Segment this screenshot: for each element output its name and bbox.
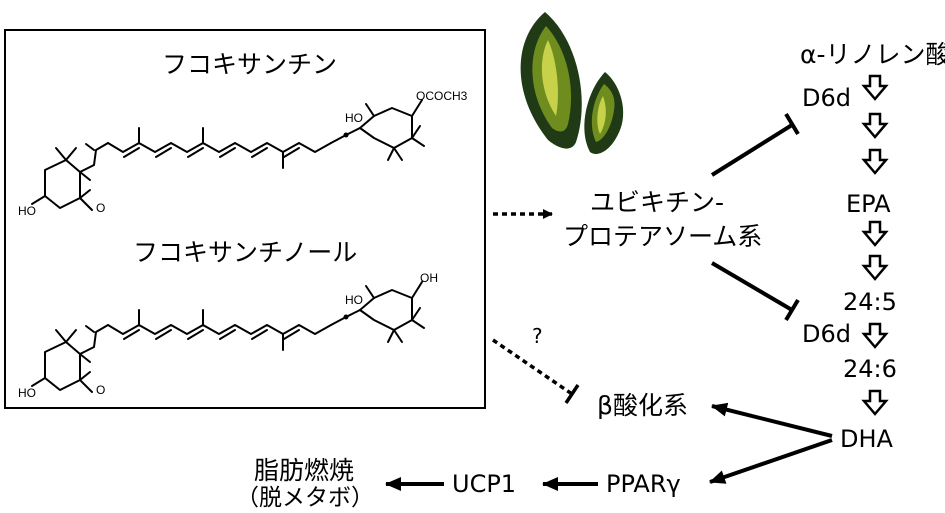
c24-6-label: 24:6 [843, 355, 897, 383]
pathway-arrows [861, 74, 889, 416]
fucoxanthin-structure [31, 99, 425, 211]
fucoxanthin-epoxide-o: O [96, 201, 105, 215]
ubiquitin-line1: ユビキチン- [590, 188, 725, 217]
inhibit-upper-d6d [710, 123, 794, 177]
fucoxanthinol-label: フコキサンチノール [133, 238, 358, 267]
fucoxanthinol-ho-left: HO [18, 386, 36, 400]
dha-label: DHA [840, 425, 893, 453]
ucp1-label: UCP1 [452, 470, 517, 498]
arrow-dha-ppar [709, 438, 833, 484]
down-arrow-3 [861, 148, 889, 175]
epa-label: EPA [846, 190, 891, 218]
ubiquitin-line2: プロテアソーム系 [563, 222, 763, 251]
fucoxanthin-acetate: OCOCH3 [416, 89, 468, 103]
fat-burning-line1: 脂肪燃焼 [254, 456, 355, 485]
dotted-inhibit-beta [492, 338, 573, 396]
fucoxanthin-ho-right: HO [345, 111, 363, 125]
down-arrow-4 [861, 220, 889, 247]
connectors [385, 112, 833, 491]
ppar-gamma-label: PPARγ [606, 470, 681, 498]
d6d-lower-label: D6d [802, 320, 851, 348]
down-arrow-5 [861, 254, 889, 281]
down-arrow-2 [861, 112, 889, 139]
fat-burning-line2: （脱メタボ） [236, 485, 374, 511]
fucoxanthinol-oh: OH [420, 271, 438, 285]
beta-oxidation-label: β酸化系 [597, 391, 688, 420]
down-arrow-7 [861, 389, 889, 416]
down-arrow-6 [861, 322, 889, 349]
d6d-upper-label: D6d [802, 84, 851, 112]
down-arrow-1 [861, 74, 889, 101]
fucoxanthin-ho-left: HO [18, 204, 36, 218]
fucoxanthinol-epoxide-o: O [96, 383, 105, 397]
fucoxanthinol-structure [31, 281, 425, 393]
c24-5-label: 24:5 [843, 288, 897, 316]
compound-box [4, 29, 486, 409]
fucoxanthinol-ho-right: HO [345, 293, 363, 307]
fucoxanthin-label: フコキサンチン [162, 50, 338, 79]
arrow-dha-beta [711, 402, 833, 438]
alpha-linolenic-acid-label: α-リノレン酸 [800, 40, 945, 69]
inhibit-lower-d6d [710, 261, 794, 312]
seaweed-icon [520, 12, 624, 154]
question-mark: ? [532, 324, 543, 348]
